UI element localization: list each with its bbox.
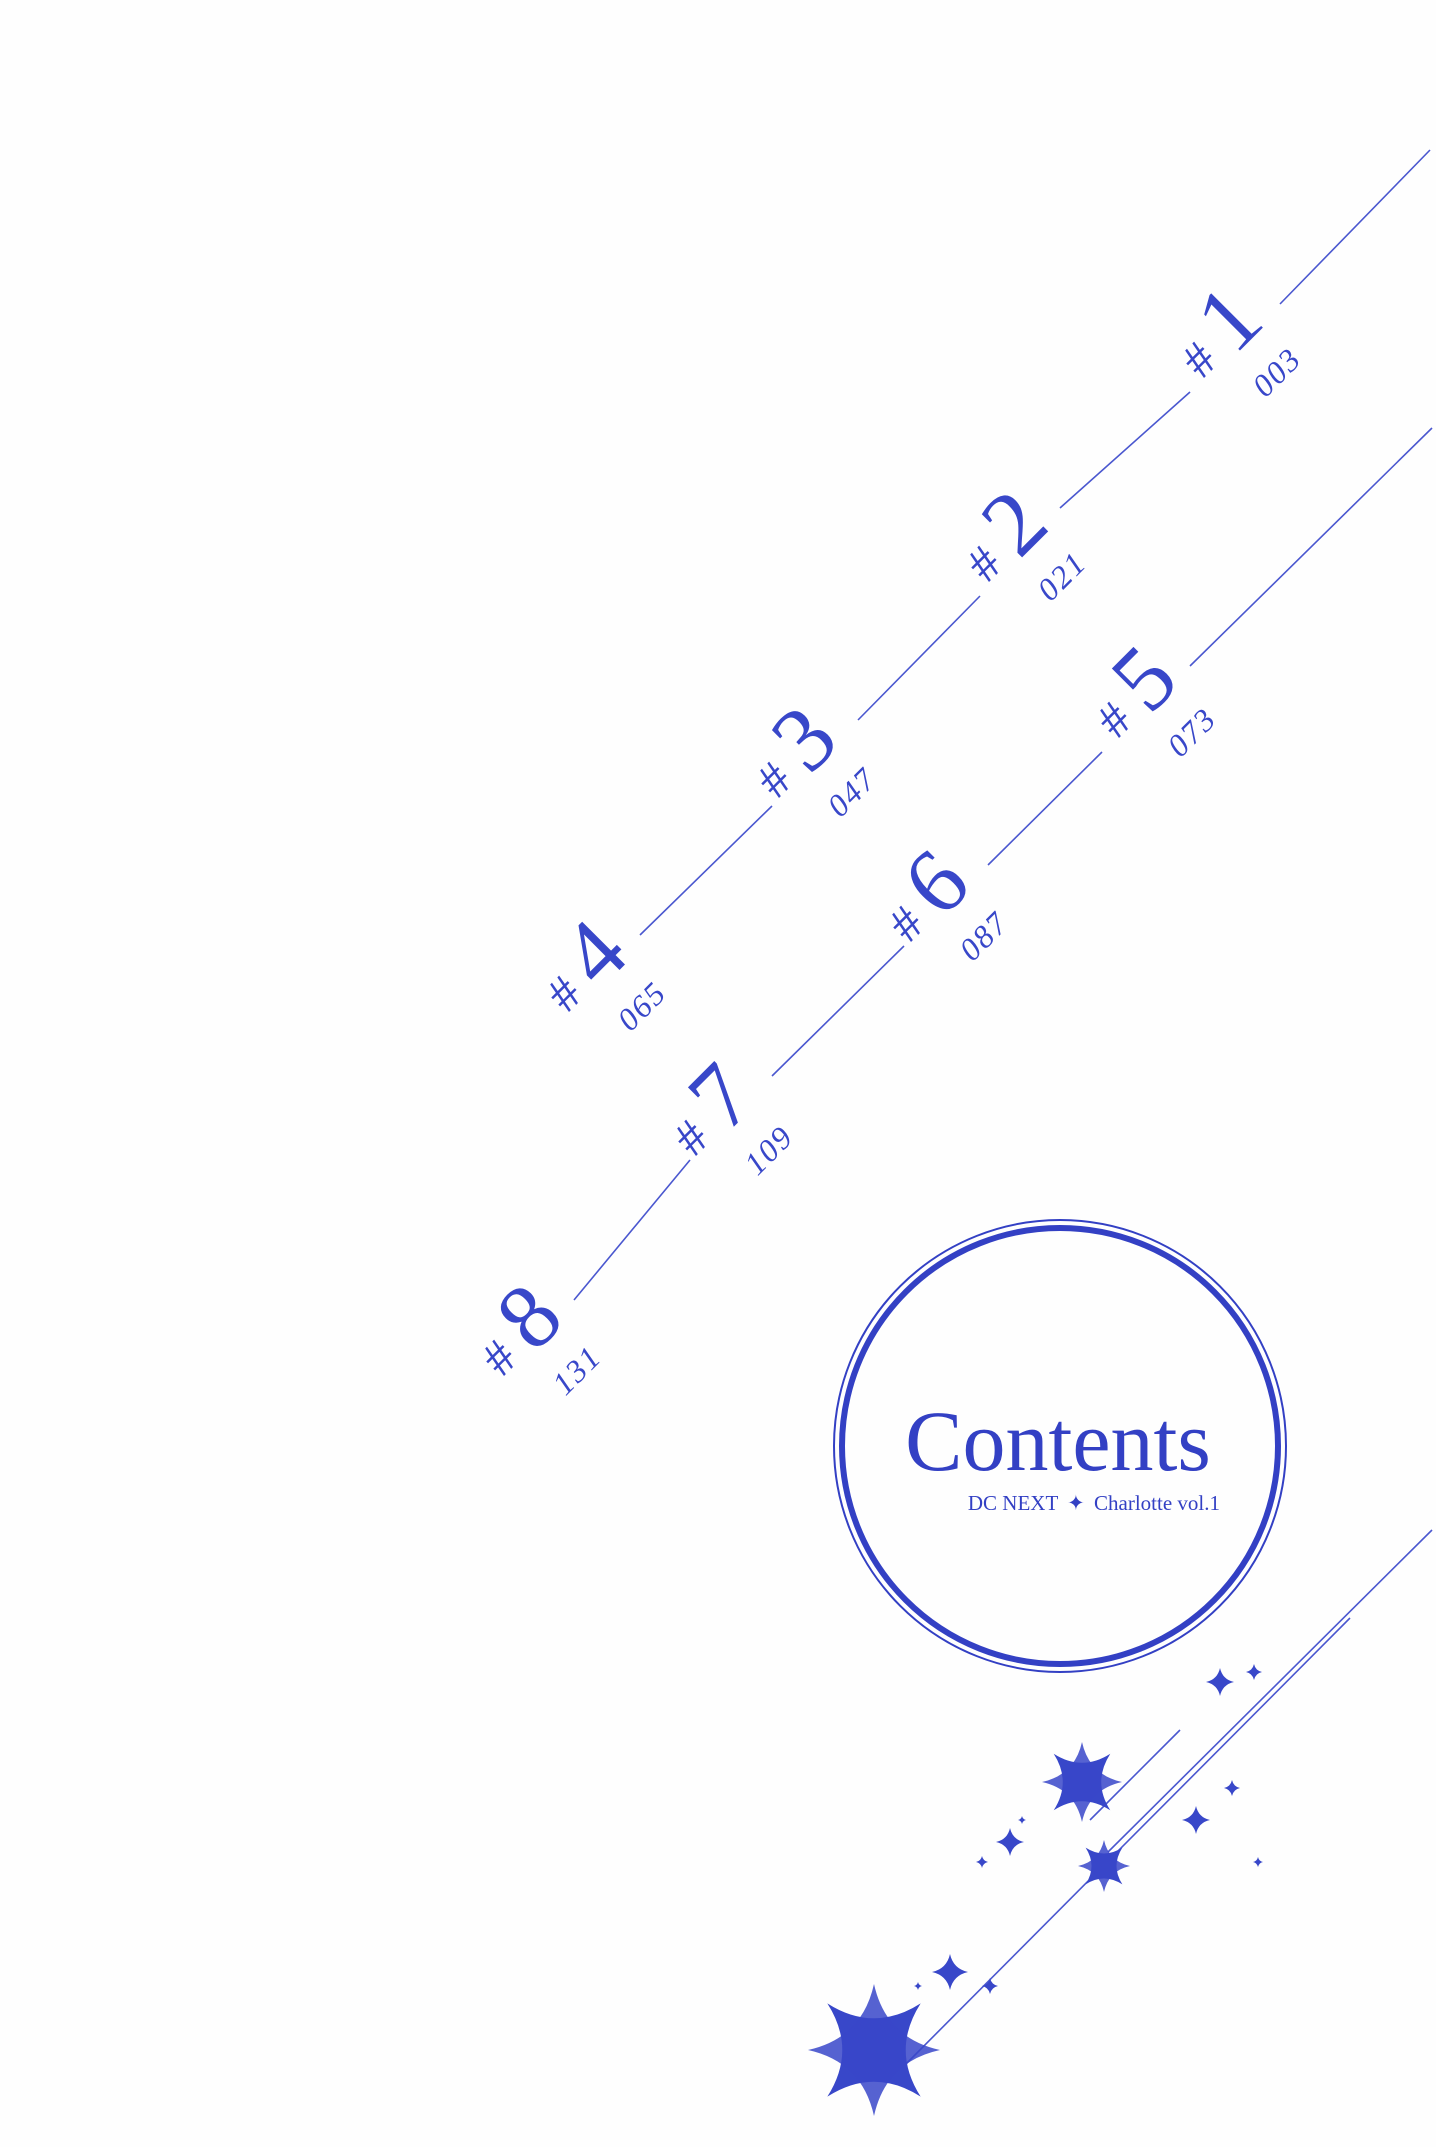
contents-emblem: Contents DC NEXT ✦ Charlotte vol.1 bbox=[833, 1219, 1287, 1673]
sparkle-star-icon bbox=[914, 1982, 922, 1990]
sparkle-stars bbox=[808, 1664, 1263, 2116]
sparkle-star-icon bbox=[982, 1978, 998, 1994]
subtitle-series: DC NEXT bbox=[968, 1491, 1059, 1515]
sparkle-ornament bbox=[808, 1529, 1433, 2116]
subtitle-separator: ✦ bbox=[1067, 1491, 1085, 1515]
sparkle-star-icon bbox=[932, 1954, 968, 1990]
emblem-inner-ring bbox=[839, 1225, 1281, 1667]
sparkle-star-icon bbox=[1018, 1816, 1026, 1824]
shooting-star-streak-2 bbox=[899, 1617, 1351, 2071]
emblem-outer-ring bbox=[833, 1219, 1287, 1673]
sparkle-star-icon bbox=[1224, 1780, 1240, 1796]
sparkle-star-icon bbox=[1253, 1857, 1263, 1867]
sparkle-star-icon bbox=[996, 1828, 1024, 1856]
shooting-star-streak-1 bbox=[1107, 1529, 1433, 1853]
contents-subtitle: DC NEXT ✦ Charlotte vol.1 bbox=[968, 1491, 1220, 1515]
sparkle-star-icon bbox=[808, 1984, 940, 2116]
sparkle-star-icon bbox=[1206, 1668, 1234, 1696]
subtitle-volume: Charlotte vol.1 bbox=[1094, 1491, 1220, 1515]
rule-line-b bbox=[573, 427, 1433, 1301]
rule-line-a bbox=[639, 149, 1431, 936]
sparkle-star-icon bbox=[1042, 1742, 1122, 1822]
contents-title: Contents bbox=[905, 1393, 1211, 1489]
sparkle-star-icon bbox=[1078, 1840, 1130, 1892]
sparkle-star-icon bbox=[1182, 1806, 1210, 1834]
sparkle-star-icon bbox=[976, 1856, 988, 1868]
sparkle-star-icon bbox=[1246, 1664, 1262, 1680]
